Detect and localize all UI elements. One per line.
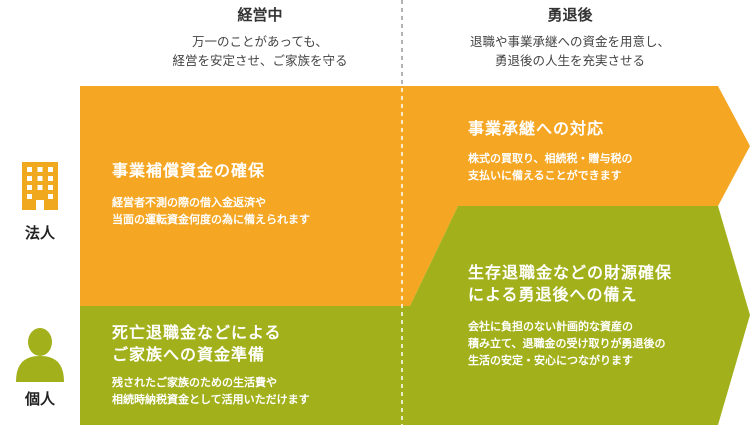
block-title: 生存退職金などの財源確保 による勇退後への備え xyxy=(468,263,673,304)
block-title: 事業補償資金の確保 xyxy=(112,161,266,180)
block-title: 事業承継への対応 xyxy=(468,119,605,138)
column-subtitle-during-management: 万一のことがあっても、 経営を安定させ、ご家族を守る xyxy=(172,34,348,68)
column-title-after-retirement: 勇退後 xyxy=(547,6,593,24)
orange-region xyxy=(80,86,750,306)
person-icon xyxy=(16,328,64,382)
block-death-retirement: 死亡退職金などによる ご家族への資金準備 残されたご家族のための生活費や 相続時… xyxy=(112,322,402,408)
building-icon xyxy=(22,162,58,210)
row-label-individual: 個人 xyxy=(24,390,55,408)
column-title-during-management: 経営中 xyxy=(237,6,283,24)
block-body: 経営者不測の際の借入金返済や 当面の運転資金何度の為に備えられます xyxy=(112,196,310,226)
green-region xyxy=(80,206,750,425)
block-body: 残されたご家族のための生活費や 相続時納税資金として活用いただけます xyxy=(112,376,310,406)
row-label-corporate: 法人 xyxy=(24,224,55,242)
block-business-compensation: 事業補償資金の確保 経営者不測の際の借入金返済や 当面の運転資金何度の為に備えら… xyxy=(112,160,392,228)
block-title: 死亡退職金などによる ご家族への資金準備 xyxy=(112,323,282,364)
block-body: 株式の買取り、相続税・贈与税の 支払いに備えることができます xyxy=(468,152,633,182)
column-subtitle-after-retirement: 退職や事業承継への資金を用意し、 勇退後の人生を充実させる xyxy=(469,34,670,68)
block-living-retirement: 生存退職金などの財源確保 による勇退後への備え 会社に負担のない計画的な資産の … xyxy=(468,262,738,369)
block-body: 会社に負担のない計画的な資産の 積み立て、退職金の受け取りが勇退後の 生活の安定… xyxy=(468,320,666,367)
block-business-succession: 事業承継への対応 株式の買取り、相続税・贈与税の 支払いに備えることができます xyxy=(468,118,728,184)
